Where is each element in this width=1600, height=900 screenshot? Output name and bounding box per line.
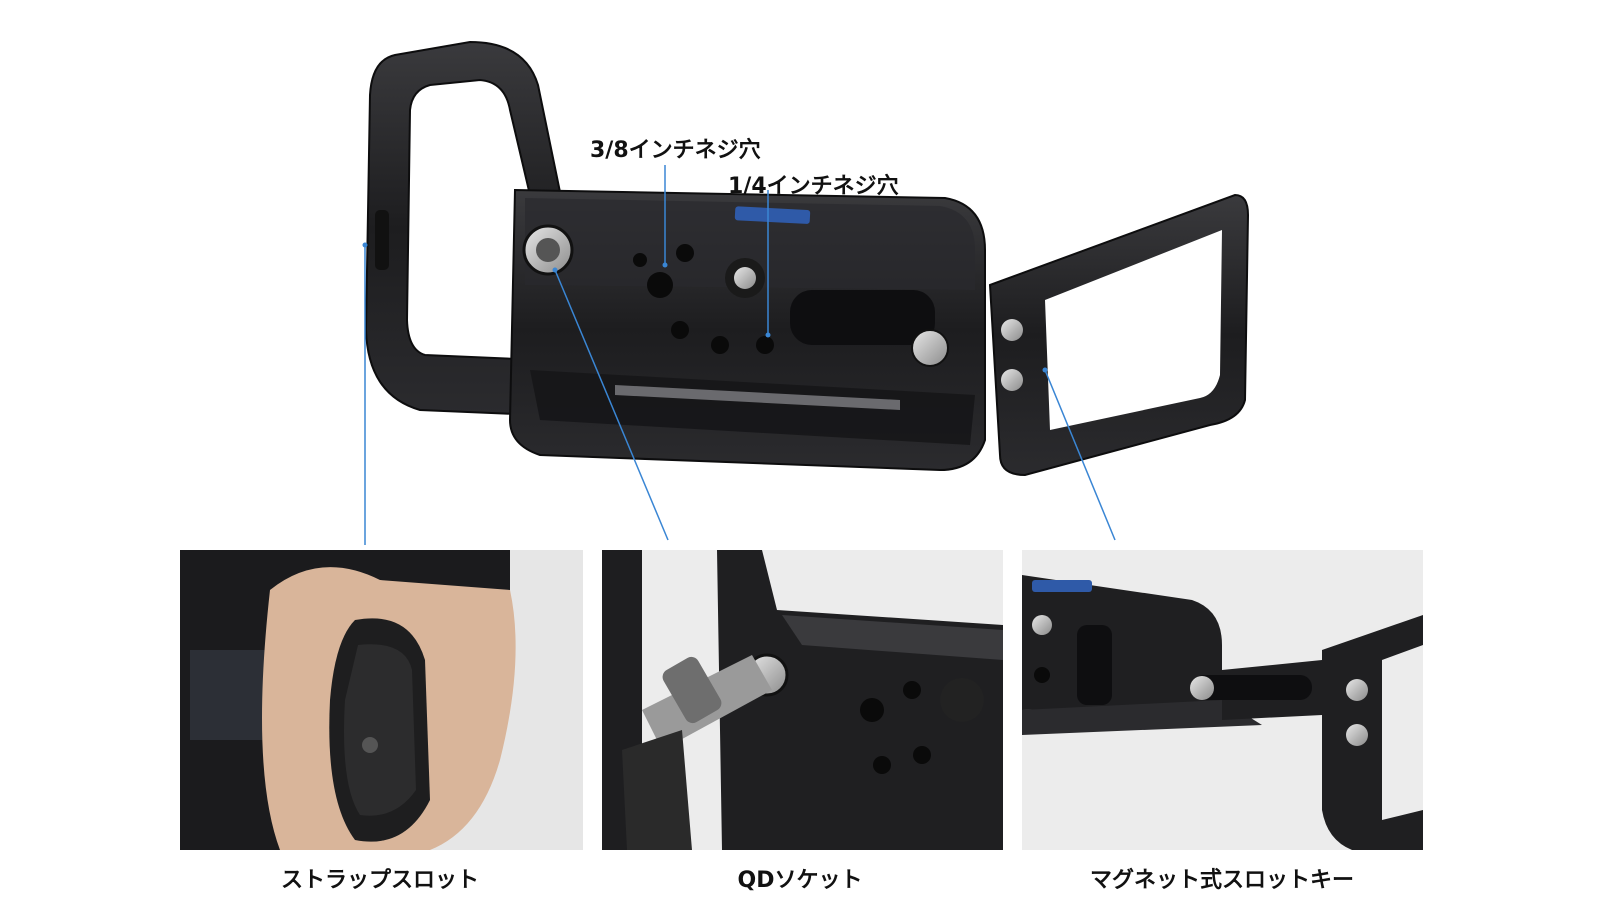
label-3-8-inch-hole: 3/8インチネジ穴	[590, 138, 761, 163]
caption-qd-socket: QDソケット	[737, 868, 863, 893]
caption-strap-slot: ストラップスロット	[280, 868, 480, 893]
strap-slot-notch	[375, 210, 389, 270]
strap-slot-photo	[180, 550, 583, 850]
caption-magnetic-slot-key: マグネット式スロットキー	[1089, 868, 1355, 893]
magnetic-slot-key-photo	[1022, 550, 1423, 850]
qd-socket-photo	[602, 550, 1003, 850]
grip-frame	[364, 40, 562, 417]
label-1-4-inch-hole: 1/4インチネジ穴	[728, 174, 899, 199]
leader-lines	[364, 165, 1116, 545]
